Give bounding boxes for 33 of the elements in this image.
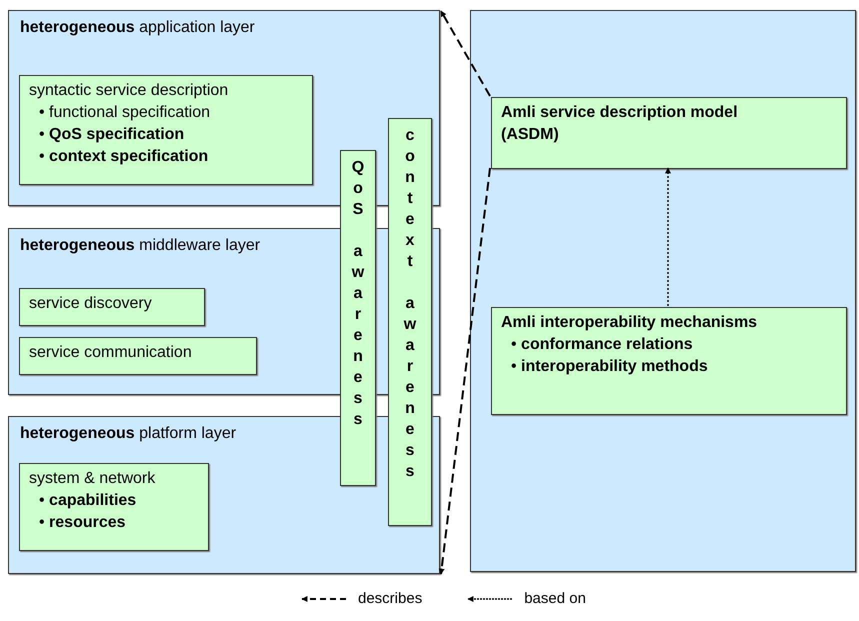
bullet-text: • context specification: [38, 147, 208, 167]
legend-text: describes: [358, 589, 422, 609]
layer-panel: [8, 416, 440, 574]
heading-text: system & network: [29, 469, 156, 489]
content-box: [19, 288, 205, 326]
legend-text: based on: [524, 589, 586, 609]
heading-text: service discovery: [29, 294, 152, 314]
arrow: [665, 167, 671, 306]
heading-text: syntactic service description: [29, 81, 228, 101]
bullet-text: • resources: [38, 513, 126, 533]
content-box: [491, 307, 847, 415]
vertical-bar: [388, 118, 432, 526]
bullet-text: • conformance relations: [510, 335, 693, 355]
vertical-label: QoS awareness: [350, 158, 366, 430]
content-box: [19, 463, 209, 551]
heading-text: service communication: [29, 343, 192, 363]
vertical-bar: [340, 150, 376, 486]
bullet-text: • interoperability methods: [510, 357, 708, 377]
heading-text: heterogeneous application layer: [20, 18, 255, 38]
model-panel: [470, 10, 856, 572]
bullet-text: • functional specification: [38, 103, 210, 123]
heading-text: heterogeneous middleware layer: [20, 236, 260, 256]
bullet-text: • capabilities: [38, 491, 136, 511]
content-box: [19, 75, 313, 185]
arrow: [438, 168, 491, 575]
vertical-label: context awareness: [402, 126, 418, 482]
heading-text: heterogeneous platform layer: [20, 424, 236, 444]
bullet-text: • QoS specification: [38, 125, 184, 145]
heading-text: Amli interoperability mechanisms: [501, 313, 758, 333]
arrow: [440, 10, 491, 96]
content-box: [491, 97, 847, 169]
heading-text: Amli service description model (ASDM): [501, 103, 739, 145]
content-box: [19, 337, 257, 375]
